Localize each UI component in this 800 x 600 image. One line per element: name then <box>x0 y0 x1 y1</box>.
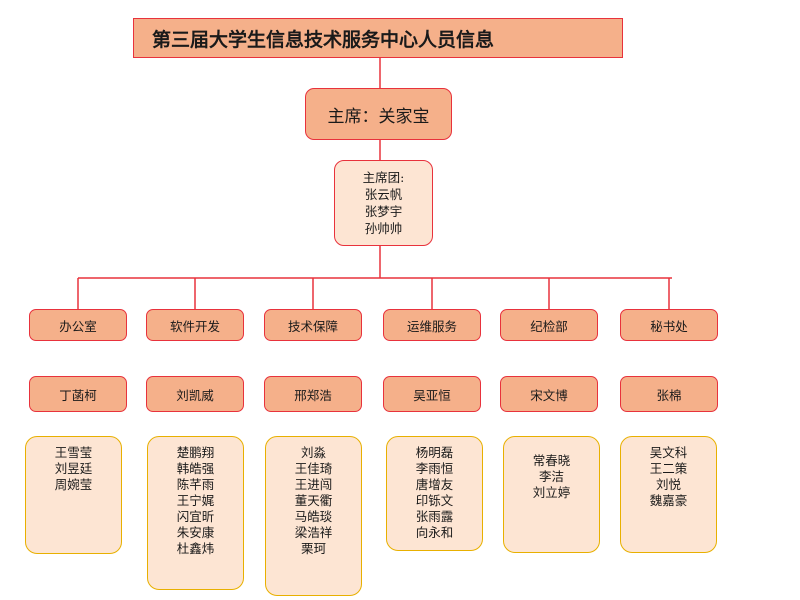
member-name: 刘昱廷 <box>54 461 93 476</box>
member-name: 楚鹏翔 <box>176 445 215 460</box>
dept-members-office: 王雪莹 刘昱廷 周婉莹 <box>25 436 122 554</box>
presidium-member: 孙帅帅 <box>364 221 403 236</box>
member-name: 魏嘉豪 <box>649 493 688 508</box>
dept-head-discipline: 宋文博 <box>500 376 598 412</box>
member-name: 李雨恒 <box>415 461 454 476</box>
presidium-member: 张云帆 <box>364 187 403 202</box>
member-name: 李洁 <box>538 469 564 484</box>
member-name: 陈芊雨 <box>176 477 215 492</box>
dept-head-operations: 吴亚恒 <box>383 376 481 412</box>
member-name: 朱安康 <box>176 525 215 540</box>
dept-head-secretariat: 张棉 <box>620 376 718 412</box>
dept-box-operations: 运维服务 <box>383 309 481 341</box>
dept-box-software: 软件开发 <box>146 309 244 341</box>
chart-title: 第三届大学生信息技术服务中心人员信息 <box>133 18 623 58</box>
presidium-box: 主席团: 张云帆 张梦宇 孙帅帅 <box>334 160 433 246</box>
presidium-label: 主席团: <box>362 170 405 185</box>
member-name: 董天衢 <box>294 493 333 508</box>
dept-box-secretariat: 秘书处 <box>620 309 718 341</box>
dept-box-discipline: 纪检部 <box>500 309 598 341</box>
chairman-box: 主席：关家宝 <box>305 88 452 140</box>
member-name: 常春晓 <box>532 453 571 468</box>
dept-box-tech-support: 技术保障 <box>264 309 362 341</box>
dept-members-software: 楚鹏翔 韩皓强 陈芊雨 王宁娓 闪宜昕 朱安康 杜鑫炜 <box>147 436 244 590</box>
member-name: 王宁娓 <box>176 493 215 508</box>
dept-head-tech-support: 邢郑浩 <box>264 376 362 412</box>
member-name: 王二策 <box>649 461 688 476</box>
member-name: 韩皓强 <box>176 461 215 476</box>
member-name: 杨明磊 <box>415 445 454 460</box>
member-name: 杜鑫炜 <box>176 541 215 556</box>
dept-members-secretariat: 吴文科 王二策 刘悦 魏嘉豪 <box>620 436 717 553</box>
dept-members-tech-support: 刘淼 王佳琦 王进闯 董天衢 马皓琰 梁浩祥 栗珂 <box>265 436 362 596</box>
member-name: 刘淼 <box>300 445 326 460</box>
dept-head-software: 刘凯威 <box>146 376 244 412</box>
member-name: 周婉莹 <box>54 477 93 492</box>
presidium-member: 张梦宇 <box>364 204 403 219</box>
member-name: 向永和 <box>415 525 454 540</box>
dept-members-discipline: 常春晓 李洁 刘立婷 <box>503 436 600 553</box>
member-name: 梁浩祥 <box>294 525 333 540</box>
member-name: 吴文科 <box>649 445 688 460</box>
member-name: 刘悦 <box>655 477 681 492</box>
member-name: 印铄文 <box>415 493 454 508</box>
member-name: 闪宜昕 <box>176 509 215 524</box>
member-name: 刘立婷 <box>532 485 571 500</box>
dept-box-office: 办公室 <box>29 309 127 341</box>
member-name: 唐增友 <box>415 477 454 492</box>
member-name: 马皓琰 <box>294 509 333 524</box>
member-name: 栗珂 <box>300 541 326 556</box>
dept-head-office: 丁菡柯 <box>29 376 127 412</box>
member-name: 王雪莹 <box>54 445 93 460</box>
member-name: 张雨露 <box>415 509 454 524</box>
member-name: 王进闯 <box>294 477 333 492</box>
member-name: 王佳琦 <box>294 461 333 476</box>
dept-members-operations: 杨明磊 李雨恒 唐增友 印铄文 张雨露 向永和 <box>386 436 483 551</box>
